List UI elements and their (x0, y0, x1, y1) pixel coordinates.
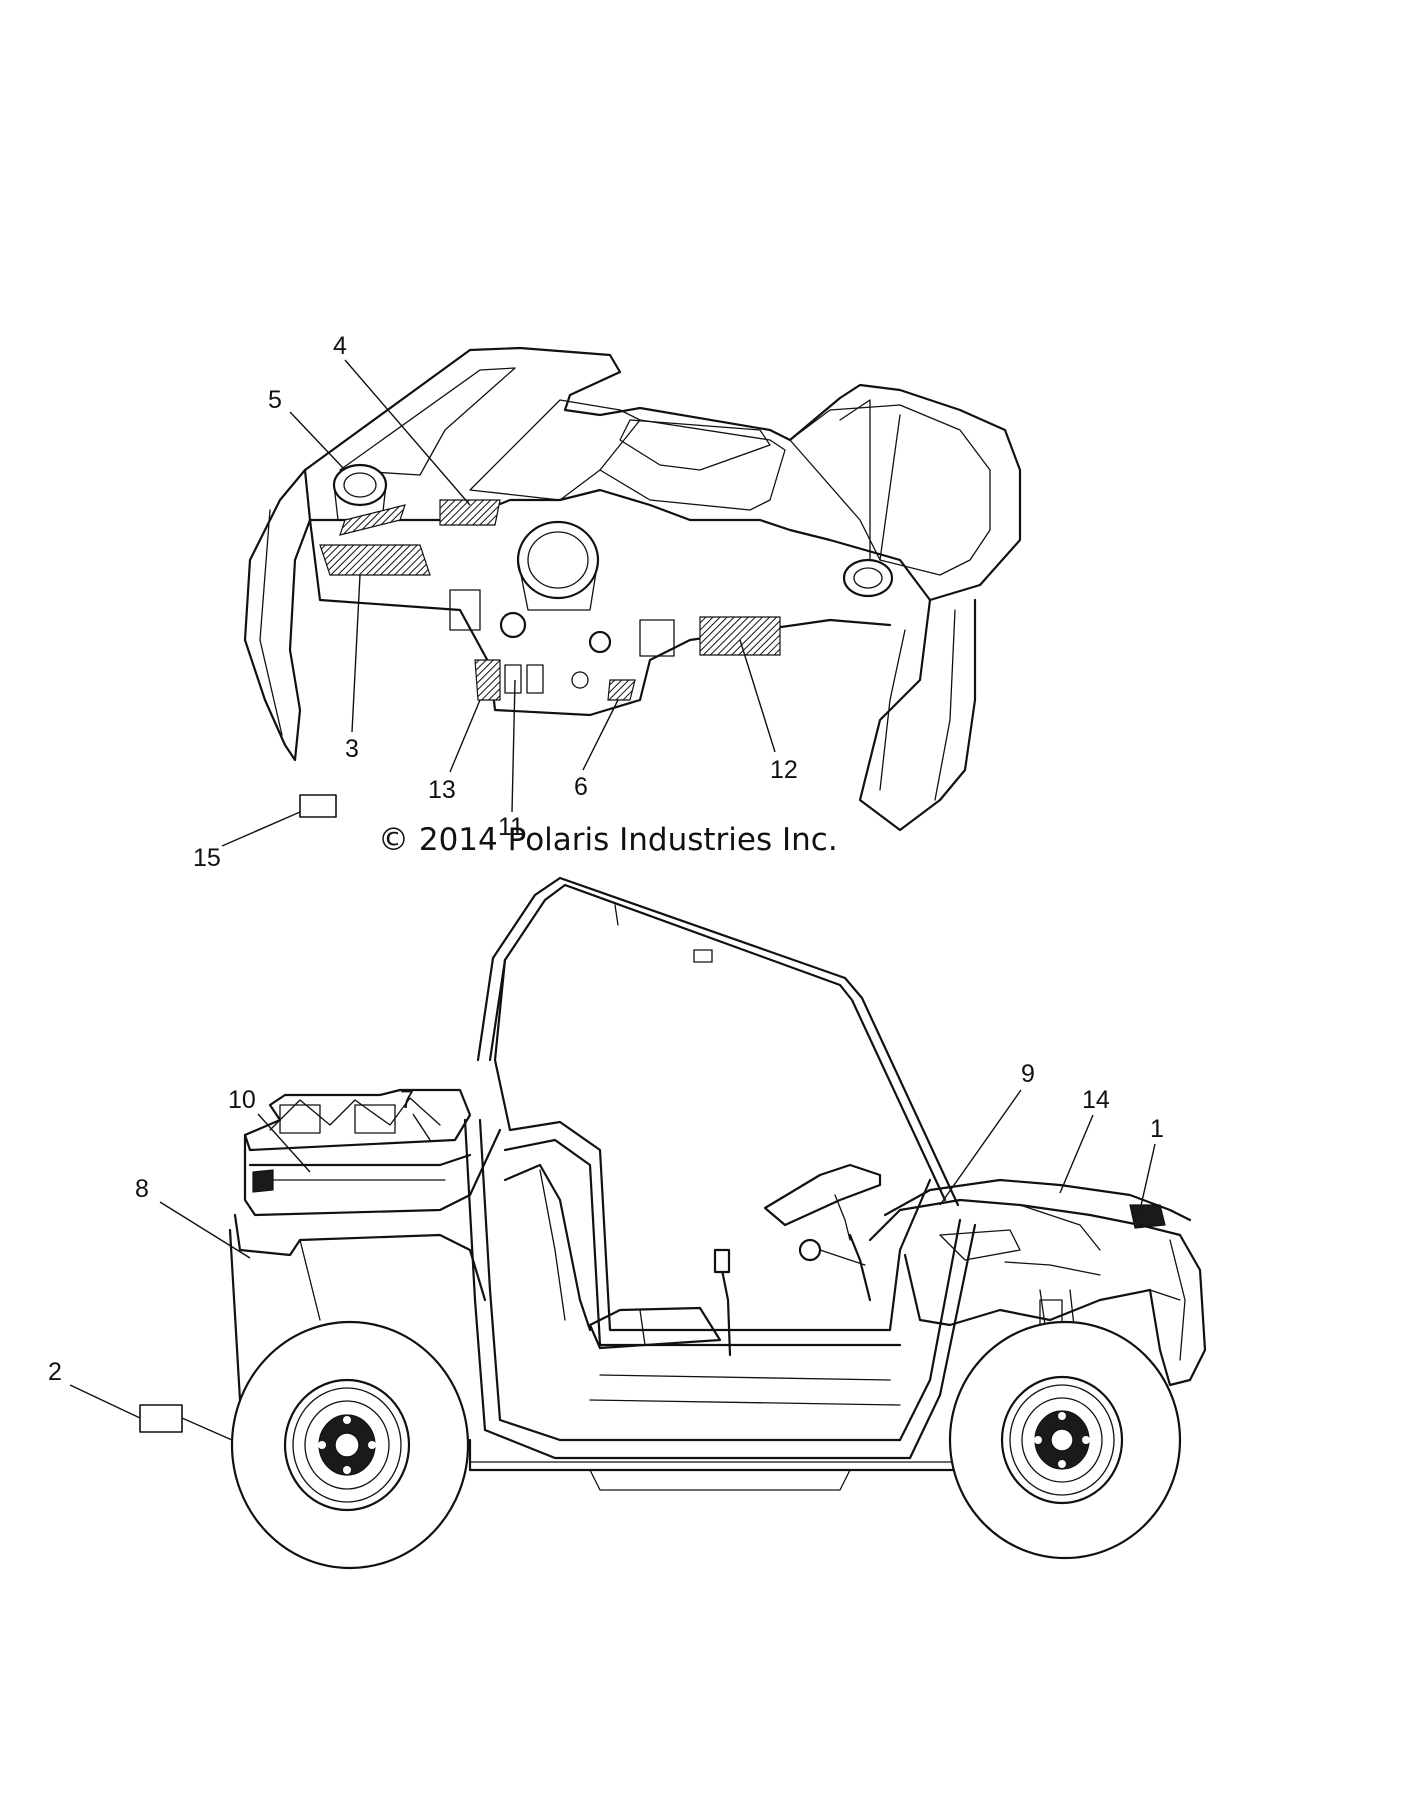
side-callouts: 10 7 8 9 14 1 2 (48, 1060, 1164, 1441)
callout-2: 2 (48, 1358, 62, 1386)
callout-8: 8 (135, 1175, 149, 1203)
callout-1: 1 (1150, 1115, 1164, 1143)
top-callouts: 4 5 3 13 11 6 12 15 (193, 332, 798, 872)
decal-2-box (139, 1404, 183, 1433)
decal-area-3a (339, 504, 406, 536)
callout-15: 15 (193, 844, 221, 872)
rear-wheel (230, 1320, 470, 1570)
decal-area-4 (439, 499, 501, 526)
callout-14: 14 (1082, 1086, 1110, 1114)
decal-area-13 (474, 659, 501, 701)
decal-area-6 (607, 679, 636, 701)
decal-area-3 (319, 544, 431, 576)
copyright-notice: © 2014 Polaris Industries Inc. (378, 822, 838, 858)
callout-4: 4 (333, 332, 347, 360)
front-wheel (948, 1320, 1182, 1560)
callout-12: 12 (770, 756, 798, 784)
callout-3: 3 (345, 735, 359, 763)
callout-13: 13 (428, 776, 456, 804)
decal-15-box (299, 794, 337, 818)
vehicle-side-view-drawing (228, 876, 1207, 1570)
callout-10: 10 (228, 1086, 256, 1114)
callout-11: 11 (498, 813, 524, 841)
callout-9: 9 (1021, 1060, 1035, 1088)
dashboard-assembly-drawing (243, 346, 1022, 832)
callout-7: 7 (400, 1086, 414, 1114)
callout-6: 6 (574, 773, 588, 801)
decal-area-12 (699, 616, 781, 656)
callout-5: 5 (268, 386, 282, 414)
